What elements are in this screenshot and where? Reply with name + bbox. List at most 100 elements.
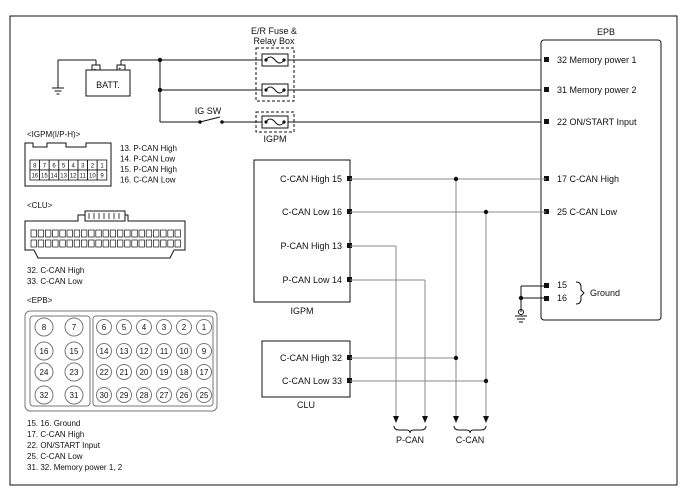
epb-connector-pin-number: 16 [40,347,49,356]
epb-connector-cavity [96,364,112,380]
igpm-connector-pin-number: 11 [80,174,87,180]
epb-connector-pin-number: 23 [70,368,79,377]
epb-connector-legend-item: 25. C-CAN Low [27,452,83,461]
clu-pin-terminal [347,378,352,383]
igpm-connector-pin-number: 8 [33,164,37,170]
epb-connector-cavity [156,364,172,380]
igpm-connector-pin-number: 5 [62,164,66,170]
epb-connector-cavity [64,362,84,382]
epb-connector-cavity [156,343,172,359]
epb-pin-label: 25 C-CAN Low [557,207,618,217]
clu-connector-cell [138,229,145,238]
epb-connector-legend-item: 15. 16. Ground [27,419,80,428]
epb-connector-cavity [136,387,152,403]
epb-connector-cavity [136,364,152,380]
fuse-box-title-2: Relay Box [253,36,295,46]
clu-connector-cell [95,239,102,248]
epb-pin-terminal [544,57,549,62]
igpm-connector-pin-number: 7 [43,164,47,170]
epb-pin-label: 22 ON/START Input [557,117,637,127]
clu-connector-cell [109,229,117,238]
battery-label: BATT. [96,80,120,90]
igpm-connector-legend-item: 13. P-CAN High [120,144,177,153]
clu-pin-label: C-CAN High 32 [280,353,342,363]
epb-connector-pin-number: 9 [202,347,207,356]
clu-connector-cell [59,239,66,248]
epb-connector-cavity [96,387,112,403]
epb-connector-pin-number: 22 [100,368,109,377]
epb-connector-cavity [196,387,212,403]
igpm-caption: IGPM [290,306,313,316]
power-feed-wires [121,57,262,123]
clu-connector-cell [73,229,81,238]
clu-caption: CLU [297,400,315,410]
clu-connector-cell [59,229,66,238]
igpm-fuse: IGPM [255,111,295,144]
epb-module: EPB 32 Memory power 131 Memory power 222… [515,27,662,323]
clu-connector-cell [138,239,145,248]
epb-connector-pin-number: 11 [160,347,169,356]
igpm-connector-cell [96,169,108,181]
epb-connector-cavity [64,385,84,405]
clu-connector-cell [30,239,37,248]
epb-connector-cavity [176,343,192,359]
clu-connector-cell [124,239,131,248]
epb-connector-cavity [34,362,54,382]
epb-connector-cavity [176,364,192,380]
igpm-pin-terminal [347,176,352,181]
epb-connector-cavity [64,317,84,337]
clu-connector-cell [167,239,174,248]
igpm-connector-pin-number: 2 [91,164,95,170]
igpm-pin-label: C-CAN Low 16 [282,207,342,217]
clu-connector-cell [81,239,88,248]
epb-connector-cavity [34,341,54,361]
epb-connector-pin-number: 3 [162,323,167,332]
clu-connector-cell [124,229,131,238]
epb-connector-cavity [156,319,172,335]
clu-connector-cell [45,229,52,238]
igpm-connector-legend-item: 14. P-CAN Low [120,155,175,164]
clu-connector-cell [153,229,160,238]
igpm-connector-pin-number: 6 [52,164,56,170]
clu-pin-terminal [347,355,352,360]
igpm-connector-legend-item: 16. C-CAN Low [120,176,176,185]
epb-connector-pin-number: 20 [140,368,149,377]
clu-connector-cell [66,239,73,248]
fuse-box-title-1: E/R Fuse & [251,26,297,36]
clu-connector-cell [66,229,73,238]
clu-pin-label: C-CAN Low 33 [282,376,342,386]
epb-connector-pin-number: 17 [200,368,209,377]
epb-connector-cavity [96,319,112,335]
battery-neg-sign: − [93,67,97,73]
er-fuse-relay-box: E/R Fuse & Relay Box [251,26,297,102]
clu-connector-cell [117,229,124,238]
epb-pin-label: 31 Memory power 2 [557,85,637,95]
igpm-connector-pin-number: 3 [81,164,85,170]
epb-pin-label: 17 C-CAN High [557,174,619,184]
epb-connector-cavity [196,319,212,335]
igpm-pin-label: C-CAN High 15 [280,174,342,184]
epb-connector-pin-number: 8 [42,323,47,332]
epb-connector-pin-number: 15 [70,347,79,356]
epb-connector-pin-number: 24 [40,368,49,377]
epb-connector-cavity [156,387,172,403]
epb-connector-pin-number: 31 [70,391,79,400]
clu-connector-cell [88,239,95,248]
clu-connector-cell [45,239,52,248]
epb-pin-terminal [544,87,549,92]
clu-connector-cell [160,229,167,238]
epb-connector-pin-number: 30 [100,391,109,400]
clu-connector-cell [30,229,37,238]
epb-connector-pin-number: 21 [120,368,129,377]
epb-connector-pin-number: 19 [160,368,169,377]
igpm-connector-pin-number: 15 [41,174,48,180]
epb-connector-pin-number: 10 [180,347,189,356]
clu-connector-cell [160,239,167,248]
clu-connector-cell [52,239,59,248]
clu-connector-cell [174,239,181,248]
epb-connector-pin-number: 1 [202,323,207,332]
clu-connector-cell [102,239,109,248]
clu-connector-cell [167,229,174,238]
epb-connector-pin-number: 13 [120,347,129,356]
